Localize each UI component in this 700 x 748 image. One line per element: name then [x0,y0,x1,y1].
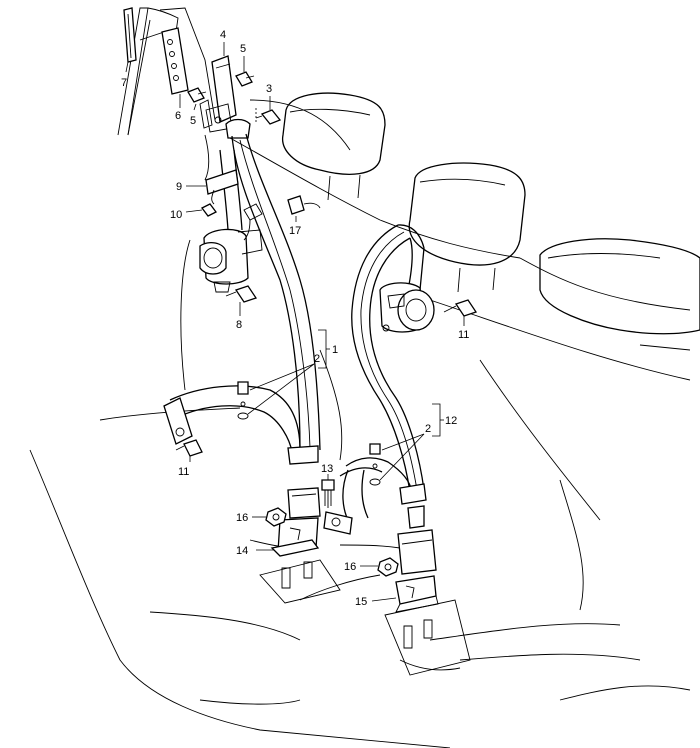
bolt-11-right [443,299,478,317]
bolt-11-left [175,439,203,457]
nut-16-left [265,507,287,527]
right-buckle-15 [395,505,439,649]
callout-5-lower: 5 [190,115,196,127]
callout-2-right: 2 [425,423,431,435]
height-adjuster-rail-6 [161,27,189,95]
bolts-2-left [237,381,249,420]
callout-10: 10 [170,209,182,221]
bolt-5-lower [187,87,207,103]
left-shoulder-belt [219,118,321,451]
callout-11-left: 11 [178,466,189,478]
screw-10 [201,203,217,217]
bolt-3 [255,108,282,125]
callout-labels: 7 4 5 5 6 3 9 10 17 8 11 1 2 11 12 2 13 … [121,29,469,608]
headrest-left [282,92,386,201]
callout-12: 12 [445,415,457,427]
trim-strip-7 [123,7,137,63]
headrest-right [539,238,700,335]
height-adjuster-4 [199,55,237,133]
callout-16-right: 16 [344,561,356,573]
headrest-center [408,162,526,293]
belt-guide-9 [205,169,239,205]
right-lap-belt [323,457,427,535]
callout-13: 13 [321,463,333,475]
nut-16-right [377,557,399,577]
callout-17: 17 [289,225,301,237]
left-retractor [199,203,263,293]
callout-8: 8 [236,319,242,331]
callout-7: 7 [121,77,127,89]
bolt-13 [321,479,335,508]
callout-3: 3 [266,83,272,95]
bolts-2-right [369,443,381,486]
callout-14: 14 [236,545,248,557]
bolt-5-upper [235,71,255,87]
bolt-8 [225,285,258,303]
left-buckle-14 [270,487,321,589]
callout-5-upper: 5 [240,43,246,55]
vehicle-body-outline [29,7,691,748]
right-shoulder-belt [351,224,425,493]
connector-17 [287,195,321,215]
callout-6: 6 [175,110,181,122]
callout-9: 9 [176,181,182,193]
right-retractor [379,282,435,333]
callout-15: 15 [355,596,367,608]
callout-11-right: 11 [458,329,469,341]
callout-2-left: 2 [314,353,320,365]
callout-16-left: 16 [236,512,248,524]
leader-lines [125,42,465,602]
callout-1: 1 [332,344,338,356]
left-lap-belt [163,385,319,465]
callout-4: 4 [220,29,226,41]
